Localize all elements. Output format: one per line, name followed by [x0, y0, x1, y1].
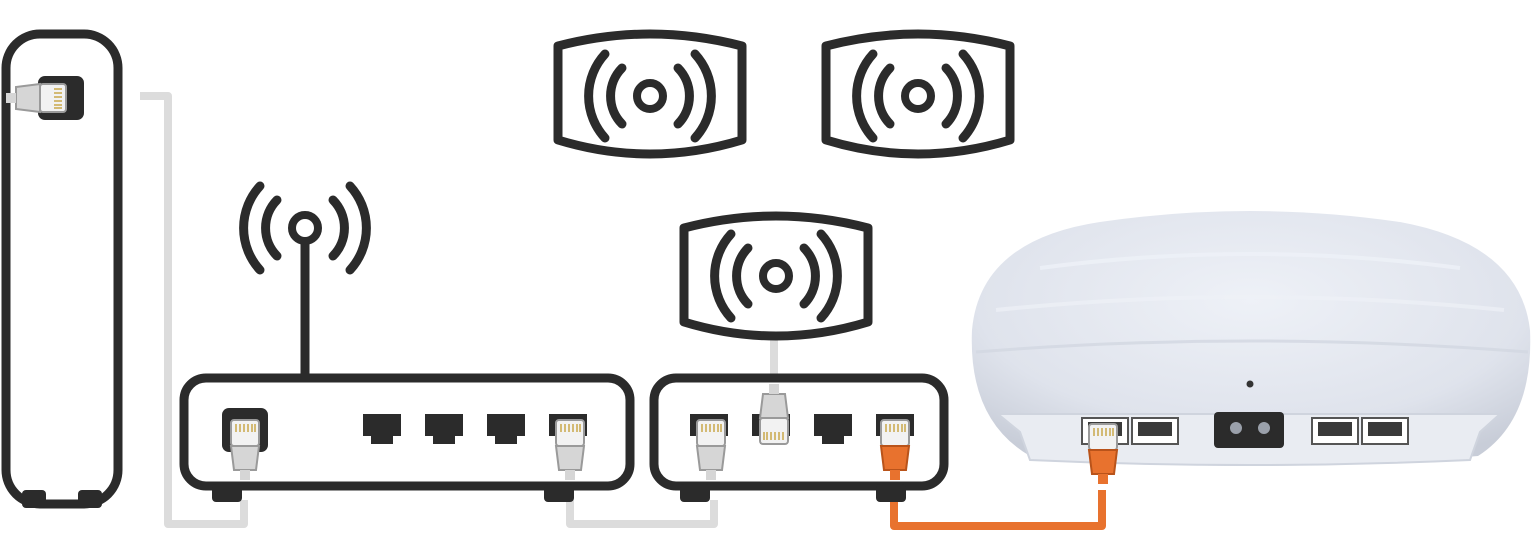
- wireless-access-point-icon: [821, 29, 1015, 159]
- mesh-node-ethernet-plug: [1088, 423, 1118, 485]
- grey-cable-modem-to-router: [140, 92, 248, 528]
- modem-icon: [1, 29, 123, 509]
- switch-mesh-plug: [880, 419, 910, 481]
- wireless-access-point-icon: [679, 211, 873, 341]
- grey-cable-router-to-switch: [566, 500, 718, 528]
- network-switch-icon: [649, 373, 949, 502]
- power-port: [1214, 412, 1284, 448]
- mesh-node-ports: [1081, 412, 1409, 448]
- switch-uplink-plug: [696, 419, 726, 481]
- router-wan-plug: [230, 419, 260, 481]
- orange-cable-switch-to-mesh-node: [890, 490, 1106, 530]
- status-led: [1246, 380, 1254, 388]
- switch-access-point-plug: [759, 383, 789, 445]
- router-with-antenna-icon: [179, 186, 635, 502]
- router-lan-plug: [555, 419, 585, 481]
- ceiling-mesh-node-icon: [971, 211, 1531, 485]
- modem-ethernet-plug: [5, 83, 67, 113]
- wireless-access-point-icon: [553, 29, 747, 159]
